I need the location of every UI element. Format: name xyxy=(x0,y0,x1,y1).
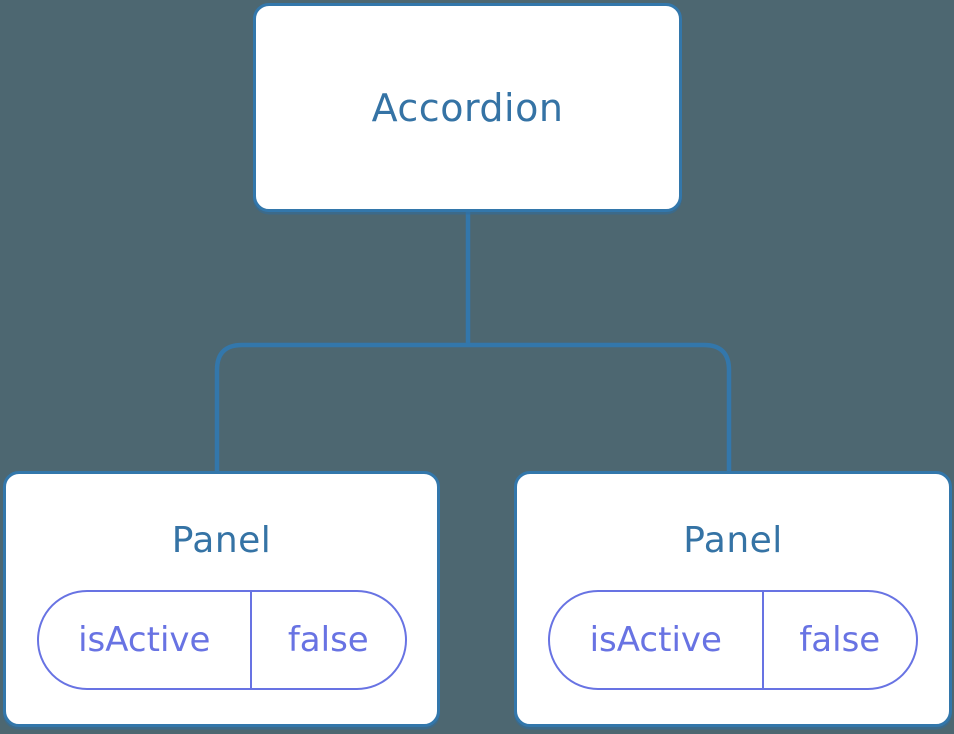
state-value: false xyxy=(287,620,369,660)
state-pill: isActive false xyxy=(36,590,407,690)
state-value: false xyxy=(799,620,881,660)
state-pill: isActive false xyxy=(548,590,918,690)
state-key: isActive xyxy=(39,592,253,688)
state-key: isActive xyxy=(550,592,764,688)
root-component-box: Accordion xyxy=(253,3,682,212)
child-component-box-1: Panel isActive false xyxy=(3,471,440,727)
connector-bracket xyxy=(214,342,732,471)
child-component-label: Panel xyxy=(683,520,783,561)
root-component-label: Accordion xyxy=(371,85,564,130)
child-component-box-2: Panel isActive false xyxy=(514,471,952,727)
child-component-label: Panel xyxy=(171,520,272,561)
